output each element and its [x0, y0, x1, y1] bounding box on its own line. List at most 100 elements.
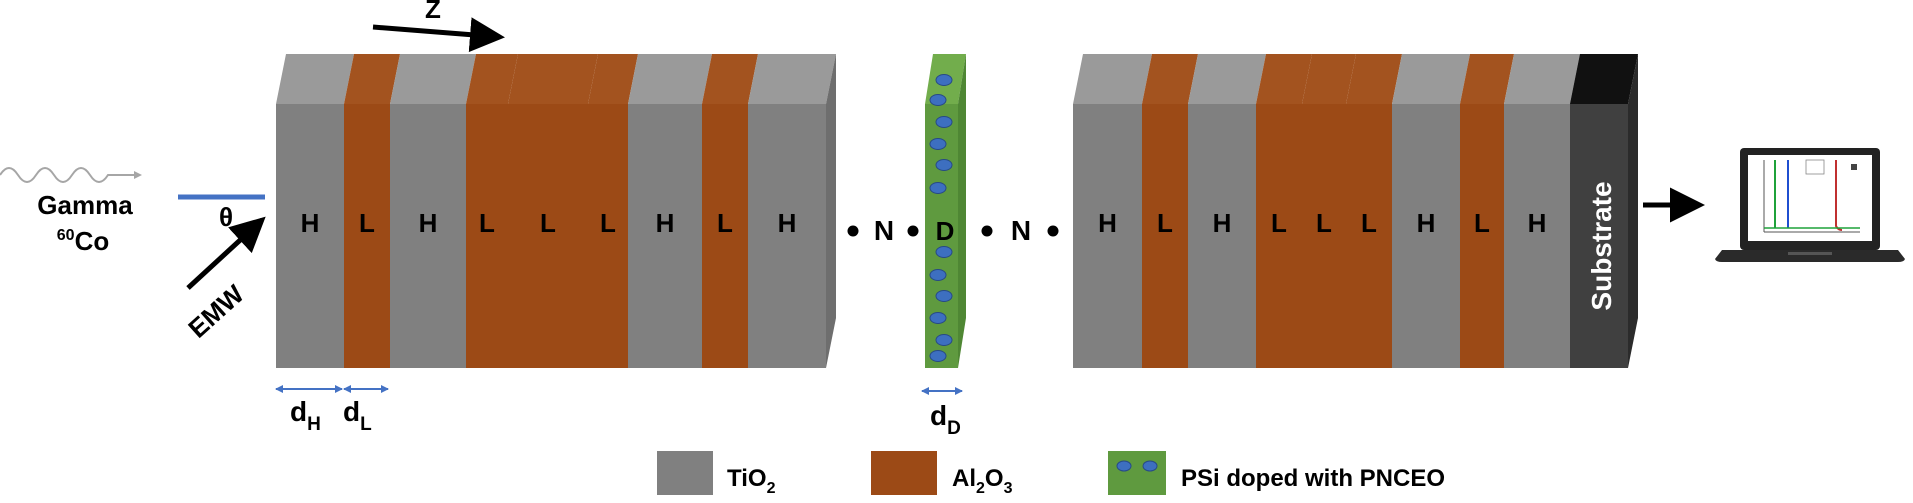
layer-top-face: [1392, 54, 1470, 104]
layer-label: H: [301, 208, 320, 238]
layer-front-face: [628, 104, 702, 368]
layer-tio2: H: [276, 54, 354, 368]
substrate-block: Substrate: [1570, 54, 1638, 368]
isotope-label: 60Co: [57, 226, 109, 256]
legend-label-tio2: TiO2: [727, 465, 776, 497]
layer-top-face: [1188, 54, 1266, 104]
layer-tio2: H: [1188, 54, 1266, 368]
layer-al2o3: L: [1142, 54, 1198, 368]
layer-top-face: [1302, 54, 1356, 104]
layer-top-face: [1504, 54, 1580, 104]
nanoparticle-dot: [935, 246, 953, 258]
layer-label: L: [1316, 208, 1332, 238]
substrate-front-face: [1570, 104, 1628, 368]
legend-dot: [1142, 460, 1158, 472]
layer-al2o3: L: [1346, 54, 1402, 368]
layer-al2o3: L: [702, 54, 758, 368]
dot-separator: [907, 225, 919, 237]
defect-side-face: [958, 54, 966, 368]
z-label: Z: [425, 0, 441, 24]
layer-top-face: [508, 54, 598, 104]
layer-label: L: [479, 208, 495, 238]
layer-top-face: [344, 54, 400, 104]
dot-separator: [847, 225, 859, 237]
layer-label: L: [1361, 208, 1377, 238]
legend-dot: [1116, 460, 1132, 472]
layer-front-face: [508, 104, 588, 368]
layer-front-face: [1073, 104, 1142, 368]
stack-side-face: [826, 54, 836, 368]
nanoparticle-dot: [935, 116, 953, 128]
layer-front-face: [1256, 104, 1302, 368]
layer-front-face: [276, 104, 344, 368]
substrate-side-face: [1628, 54, 1638, 368]
layer-front-face: [466, 104, 508, 368]
thickness-label-d: dD: [930, 400, 961, 439]
z-arrow: [372, 17, 505, 53]
emw-label: EMW: [182, 279, 250, 344]
nanoparticle-dot: [935, 74, 953, 86]
layer-top-face: [1460, 54, 1514, 104]
layer-front-face: [390, 104, 466, 368]
nanoparticle-dot: [935, 290, 953, 302]
layer-al2o3: L: [1460, 54, 1514, 368]
propagation-direction: Z: [372, 0, 505, 53]
layer-al2o3: L: [508, 54, 598, 368]
layer-top-face: [1346, 54, 1402, 104]
layer-top-face: [588, 54, 638, 104]
gamma-source: Gamma 60Co: [0, 167, 142, 256]
legend: TiO2 Al2O3 PSi doped with PNCEO: [657, 451, 1445, 497]
layer-tio2: H: [390, 54, 476, 368]
layer-label: L: [717, 208, 733, 238]
layer-al2o3: L: [1302, 54, 1356, 368]
layer-tio2: H: [628, 54, 712, 368]
layer-top-face: [276, 54, 354, 104]
laptop-spectrum-icon: [1715, 148, 1905, 262]
layer-top-face: [1142, 54, 1198, 104]
nanoparticle-dot: [929, 94, 947, 106]
legend-swatch-tio2: [657, 451, 713, 495]
layer-top-face: [1073, 54, 1152, 104]
legend-swatch-psi: [1108, 451, 1166, 495]
layer-front-face: [748, 104, 826, 368]
source-label: Gamma: [37, 190, 133, 220]
substrate-top-face: [1570, 54, 1638, 104]
legend-label-psi: PSi doped with PNCEO: [1181, 465, 1445, 492]
layer-label: L: [1157, 208, 1173, 238]
legend-label-al2o3: Al2O3: [952, 465, 1013, 497]
layer-label: L: [600, 208, 616, 238]
dot-separator: [1047, 225, 1059, 237]
legend-swatch-al2o3: [871, 451, 937, 495]
period-label-right: N: [1011, 215, 1031, 246]
layer-top-face: [1256, 54, 1312, 104]
layer-front-face: [1460, 104, 1504, 368]
layer-front-face: [1188, 104, 1256, 368]
nanoparticle-dot: [935, 159, 953, 171]
thickness-label-h: dH: [290, 396, 321, 435]
layer-label: H: [419, 208, 438, 238]
layer-top-face: [390, 54, 476, 104]
angle-label: θ: [219, 202, 233, 232]
isotope-symbol: Co: [75, 226, 110, 256]
period-label-left: N: [874, 215, 894, 246]
incidence-group: θ EMW: [178, 194, 266, 344]
legend-item-al2o3: Al2O3: [871, 451, 1013, 497]
nanoparticle-dot: [929, 269, 947, 281]
layer-al2o3: L: [588, 54, 638, 368]
substrate-label: Substrate: [1586, 181, 1617, 310]
layer-tio2: H: [1073, 54, 1152, 368]
layer-top-face: [628, 54, 712, 104]
dot-separator: [981, 225, 993, 237]
layer-label: H: [1528, 208, 1547, 238]
layer-label: L: [1271, 208, 1287, 238]
layer-front-face: [702, 104, 748, 368]
layer-tio2: H: [748, 54, 836, 368]
thickness-indicators: dH dL dD: [275, 385, 963, 439]
legend-item-tio2: TiO2: [657, 451, 776, 497]
layer-al2o3: L: [1256, 54, 1312, 368]
layer-al2o3: L: [466, 54, 518, 368]
layer-label: H: [1098, 208, 1117, 238]
